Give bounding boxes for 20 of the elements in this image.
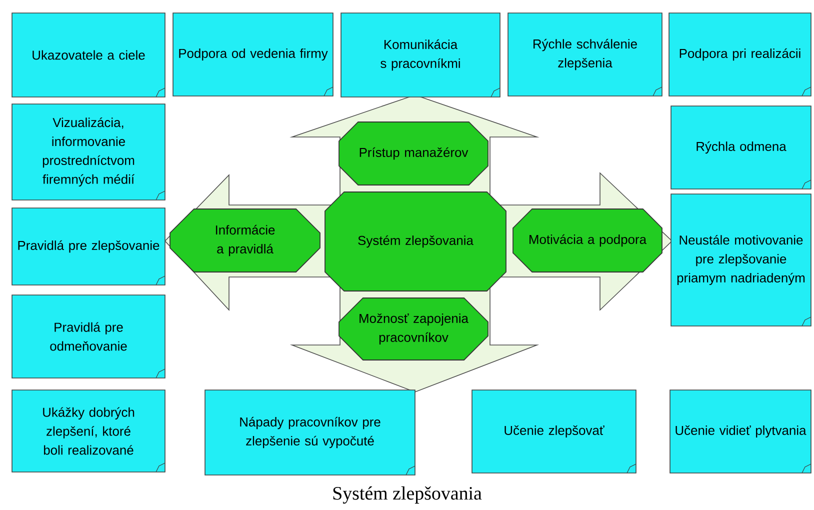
octagon-box: Informácie a pravidlá [170,208,320,272]
octagon-box: Prístup manažérov [338,122,488,186]
note-box: Rýchle schválenie zlepšenia [508,12,662,96]
caption: Systém zlepšovania [333,486,482,504]
note-box: Komunikácia s pracovníkmi [340,12,500,98]
note-box: Učenie vidieť plytvania [670,390,812,474]
note-box: Vizualizácia, informovanie prostredníctvom firemných médií [12,104,166,200]
octagon-box: Možnosť zapojenia pracovníkov [338,298,488,360]
note-box: Učenie zlepšovať [472,390,636,474]
note-box: Nápady pracovníkov pre zlepšenie sú vypočuté [204,390,416,476]
note-box: Pravidlá pre odmeňovanie [12,294,166,378]
note-box: Ukazovatele a ciele [12,12,166,98]
note-box: Podpora od vedenia firmy [172,12,334,96]
octagon-box: Motivácia a podpora [512,208,662,272]
note-box: Neustále motivovanie pre zlepšovanie priamym nadriadeným [670,194,812,326]
note-box: Podpora pri realizácii [668,12,812,96]
octagon-box: Systém zlepšovania [324,192,506,292]
note-box: Rýchla odmena [670,106,812,190]
note-box: Pravidlá pre zlepšovanie [12,208,166,286]
note-box: Ukážky dobrých zlepšení, ktoré boli realizované [12,390,166,472]
